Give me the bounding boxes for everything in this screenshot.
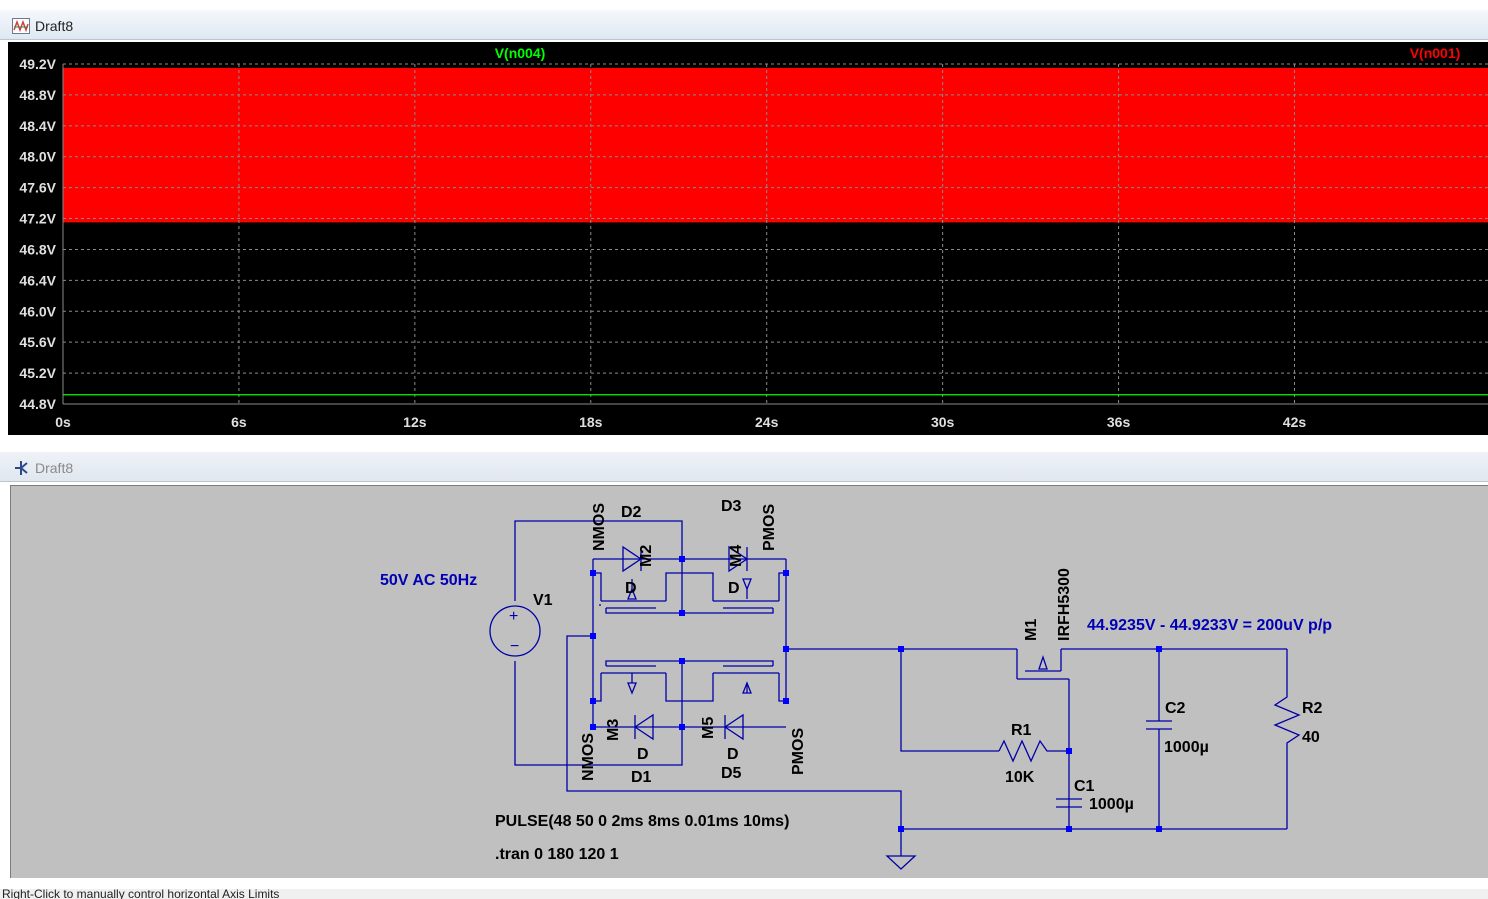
voltage-source-v1[interactable]: + − [489, 605, 541, 657]
schematic-drawing[interactable]: + − 50V AC 50Hz V1 NMOS D2 M2 D D3 M4 D … [11, 486, 1488, 878]
pmos-bottom-label: PMOS [790, 728, 807, 775]
waveform-plot-area[interactable]: 49.2V 48.8V 48.4V 48.0V 47.6V 47.2V 46.8V 46.4V… [8, 42, 1488, 435]
trace-label-n001[interactable]: V(n001) [1410, 45, 1461, 61]
d2-model-label: D [625, 580, 637, 597]
schematic-canvas[interactable]: + − 50V AC 50Hz V1 NMOS D2 M2 D D3 M4 D … [10, 485, 1488, 878]
y-tick-label: 46.8V [19, 241, 56, 257]
plot-window-titlebar[interactable]: Draft8 [0, 10, 1488, 40]
r1-value-label: 10K [1005, 769, 1035, 786]
y-tick-label: 46.4V [19, 272, 56, 288]
y-tick-label: 48.4V [19, 118, 56, 134]
m5-label: M5 [700, 717, 717, 739]
svg-text:−: − [510, 638, 519, 655]
y-tick-label: 48.0V [19, 149, 56, 165]
v1-name-label: V1 [533, 592, 553, 609]
y-tick-label: 49.2V [19, 56, 56, 72]
r2-label: R2 [1302, 700, 1323, 717]
c2-label: C2 [1165, 700, 1186, 717]
x-tick-label: 30s [931, 414, 955, 430]
m2-label: M2 [638, 545, 655, 567]
x-tick-label: 18s [579, 414, 603, 430]
measurement-label: 44.9235V - 44.9233V = 200uV p/p [1087, 617, 1332, 634]
x-tick-label: 0s [55, 414, 71, 430]
r1-label: R1 [1011, 722, 1032, 739]
svg-text:+: + [509, 608, 518, 625]
x-tick-label: 36s [1107, 414, 1131, 430]
d5-model-label: D [727, 746, 739, 763]
y-tick-label: 46.0V [19, 303, 56, 319]
schematic-window-titlebar[interactable]: Draft8 [0, 452, 1488, 482]
trace-label-n004[interactable]: V(n004) [495, 45, 546, 61]
d2-label: D2 [621, 504, 642, 521]
schematic-window-title: Draft8 [35, 460, 74, 476]
d5-label: D5 [721, 765, 742, 782]
d1-model-label: D [637, 746, 649, 763]
v1-value-label: 50V AC 50Hz [380, 572, 477, 589]
c1-value-label: 1000µ [1089, 796, 1134, 813]
pmos-top-label: PMOS [761, 504, 778, 551]
status-text: Right-Click to manually control horizont… [2, 889, 280, 899]
y-tick-label: 45.6V [19, 334, 56, 350]
x-tick-label: 6s [231, 414, 247, 430]
m1-model-label: IRFH5300 [1056, 568, 1073, 641]
y-tick-label: 44.8V [19, 396, 56, 412]
d1-label: D1 [631, 769, 652, 786]
d3-label: D3 [721, 498, 742, 515]
m4-label: M4 [728, 545, 745, 567]
y-tick-label: 45.2V [19, 365, 56, 381]
pulse-directive[interactable]: PULSE(48 50 0 2ms 8ms 0.01ms 10ms) [495, 813, 789, 830]
waveform-window-icon [12, 18, 30, 34]
x-tick-label: 24s [755, 414, 779, 430]
r2-value-label: 40 [1302, 729, 1320, 746]
status-bar: Right-Click to manually control horizont… [0, 889, 1488, 899]
c1-label: C1 [1074, 778, 1095, 795]
junction-dots [590, 556, 1162, 832]
schematic-window-icon [15, 461, 28, 475]
tran-directive[interactable]: .tran 0 180 120 1 [495, 846, 619, 863]
m1-label: M1 [1023, 619, 1040, 641]
y-tick-label: 48.8V [19, 87, 56, 103]
plot-window-title: Draft8 [35, 18, 74, 34]
x-tick-label: 12s [403, 414, 427, 430]
d3-model-label: D [728, 580, 740, 597]
m3-label: M3 [605, 719, 622, 741]
x-tick-label: 42s [1283, 414, 1307, 430]
y-tick-label: 47.2V [19, 211, 56, 227]
nmos-top-label: NMOS [591, 503, 608, 551]
nmos-bottom-label: NMOS [580, 733, 597, 781]
series-band-1 [63, 67, 1488, 223]
waveform-plot[interactable]: 49.2V 48.8V 48.4V 48.0V 47.6V 47.2V 46.8V 46.4V… [8, 42, 1488, 435]
y-tick-label: 47.6V [19, 180, 56, 196]
c2-value-label: 1000µ [1164, 739, 1209, 756]
